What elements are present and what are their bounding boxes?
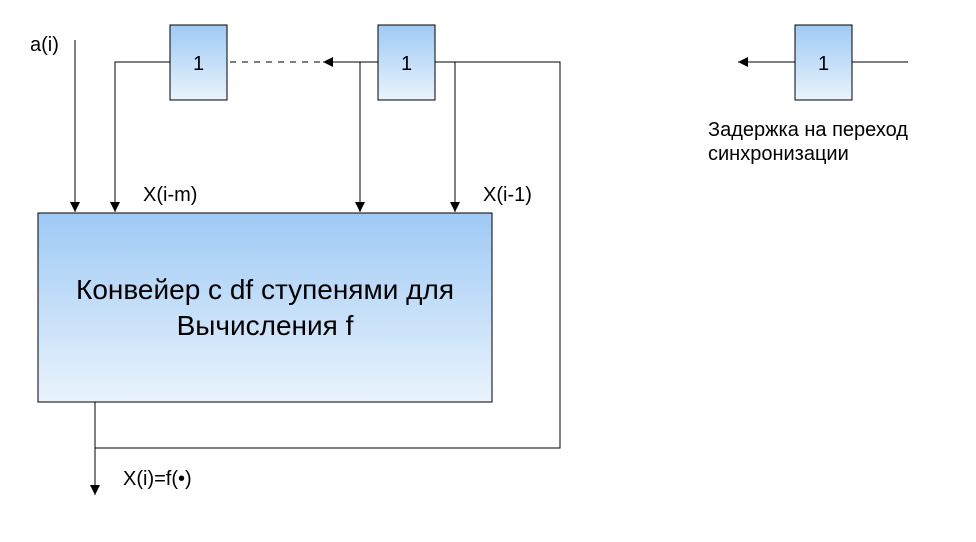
x-i-m-label: X(i-m): [143, 184, 198, 206]
delay-box-left: [169, 24, 228, 101]
legend-caption: Задержка на переход синхронизации: [708, 118, 908, 166]
output-label: X(i)=f(•): [123, 468, 192, 490]
x-i-m-line: [110, 61, 170, 212]
legend-caption-line2: синхронизации: [708, 143, 849, 165]
pipeline-block-line2: Вычисления f: [176, 310, 354, 341]
delay-box-middle: [377, 24, 436, 101]
x-i-1-line: [435, 61, 460, 212]
delay-box-left-label: 1: [193, 53, 204, 75]
feedback-loop: [94, 61, 561, 449]
legend-caption-line1: Задержка на переход: [708, 119, 908, 141]
delay-box-middle-label: 1: [401, 53, 412, 75]
x-i-1-label: X(i-1): [483, 184, 532, 206]
input-label: a(i): [30, 34, 59, 56]
pipeline-block-line1: Конвейер с df ступенями для: [76, 274, 454, 305]
pipeline-block: [37, 212, 493, 403]
legend-delay-box: [794, 24, 853, 101]
legend-delay-box-label: 1: [818, 53, 829, 75]
pipeline-block-text: Конвейер с df ступенями для Вычисления f: [38, 272, 492, 344]
